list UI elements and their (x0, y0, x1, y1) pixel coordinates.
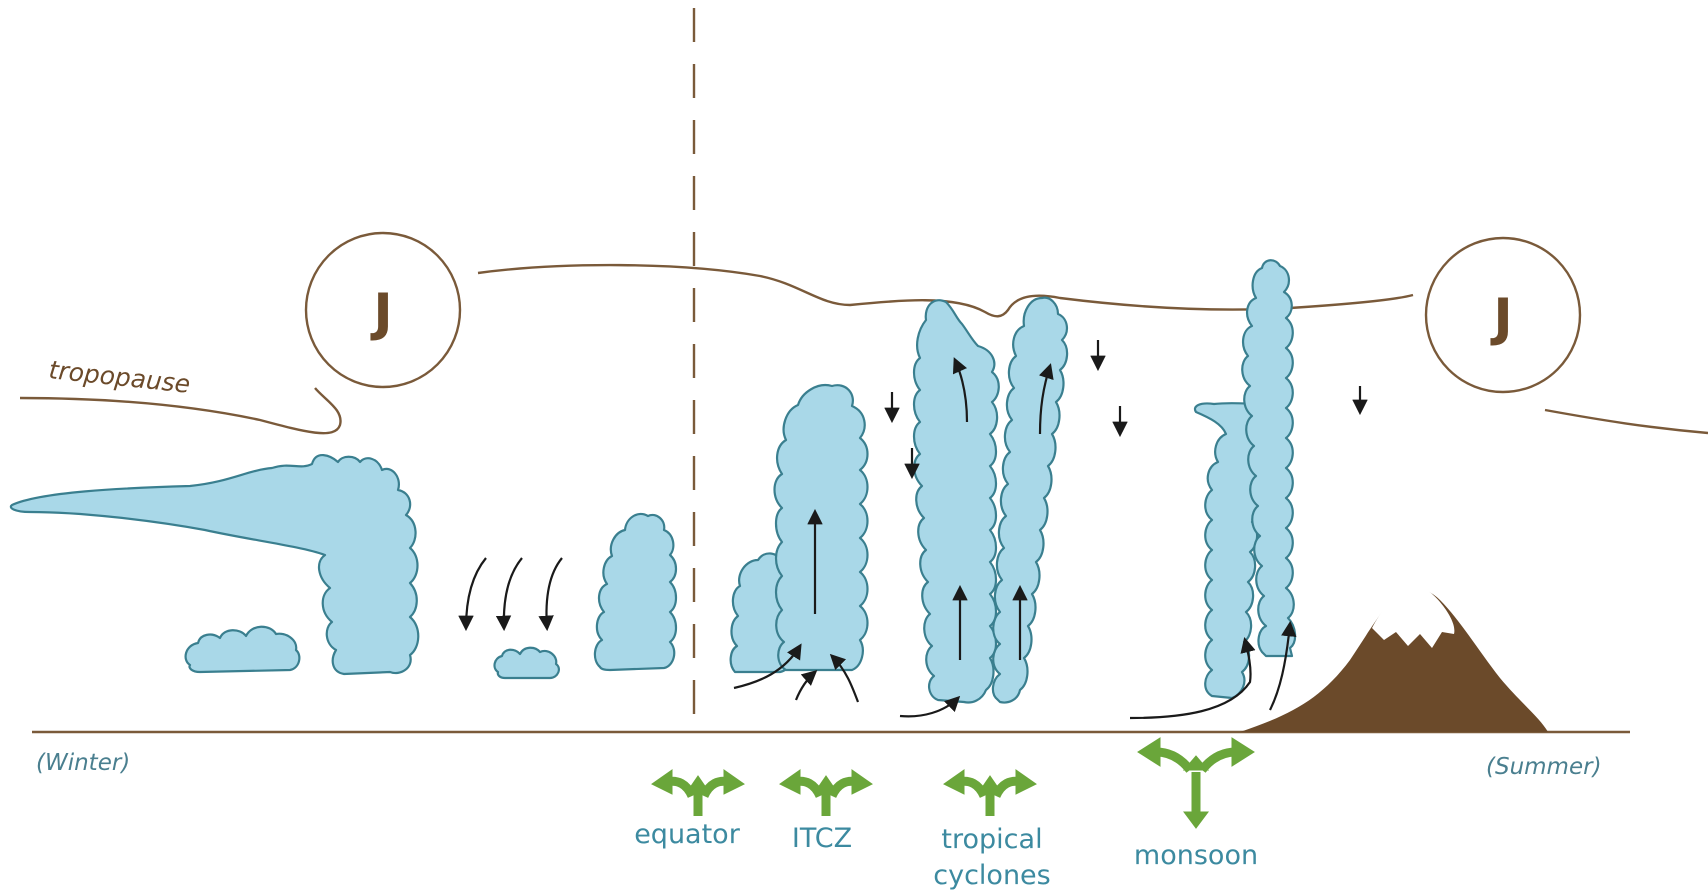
sinking-arrow-3 (546, 558, 562, 628)
itcz-tall-tower-cloud (775, 385, 868, 670)
winter-label: (Winter) (36, 750, 130, 776)
monsoon-divergence-arrows-icon (1138, 738, 1254, 828)
tropical-cyclones-label-line1: tropical (941, 824, 1042, 855)
tropopause-label: tropopause (47, 355, 191, 399)
itcz-label: ITCZ (792, 823, 852, 854)
jet-stream-left-label: J (370, 283, 392, 343)
cumulus-congestus-cloud (595, 514, 676, 670)
jet-stream-right-label: J (1490, 288, 1512, 348)
sinking-arrow-2 (504, 558, 522, 628)
tropopause-line-right (1545, 410, 1708, 433)
tropical-cyclone-tower-right (993, 298, 1067, 703)
monsoon-label: monsoon (1134, 840, 1258, 871)
summer-label: (Summer) (1486, 754, 1602, 780)
equator-label: equator (634, 819, 741, 850)
small-cumulus-cloud-middle (495, 648, 559, 678)
itcz-inflow-arrow-center (796, 672, 815, 700)
sinking-arrow-1 (466, 558, 486, 628)
itcz-divergence-arrows-icon (780, 770, 872, 816)
small-cumulus-cloud-left (186, 627, 300, 672)
equator-divergence-arrows-icon (652, 770, 744, 816)
cyclone-divergence-arrows-icon (944, 770, 1036, 816)
tropical-cyclones-label-line2: cyclones (933, 860, 1050, 891)
